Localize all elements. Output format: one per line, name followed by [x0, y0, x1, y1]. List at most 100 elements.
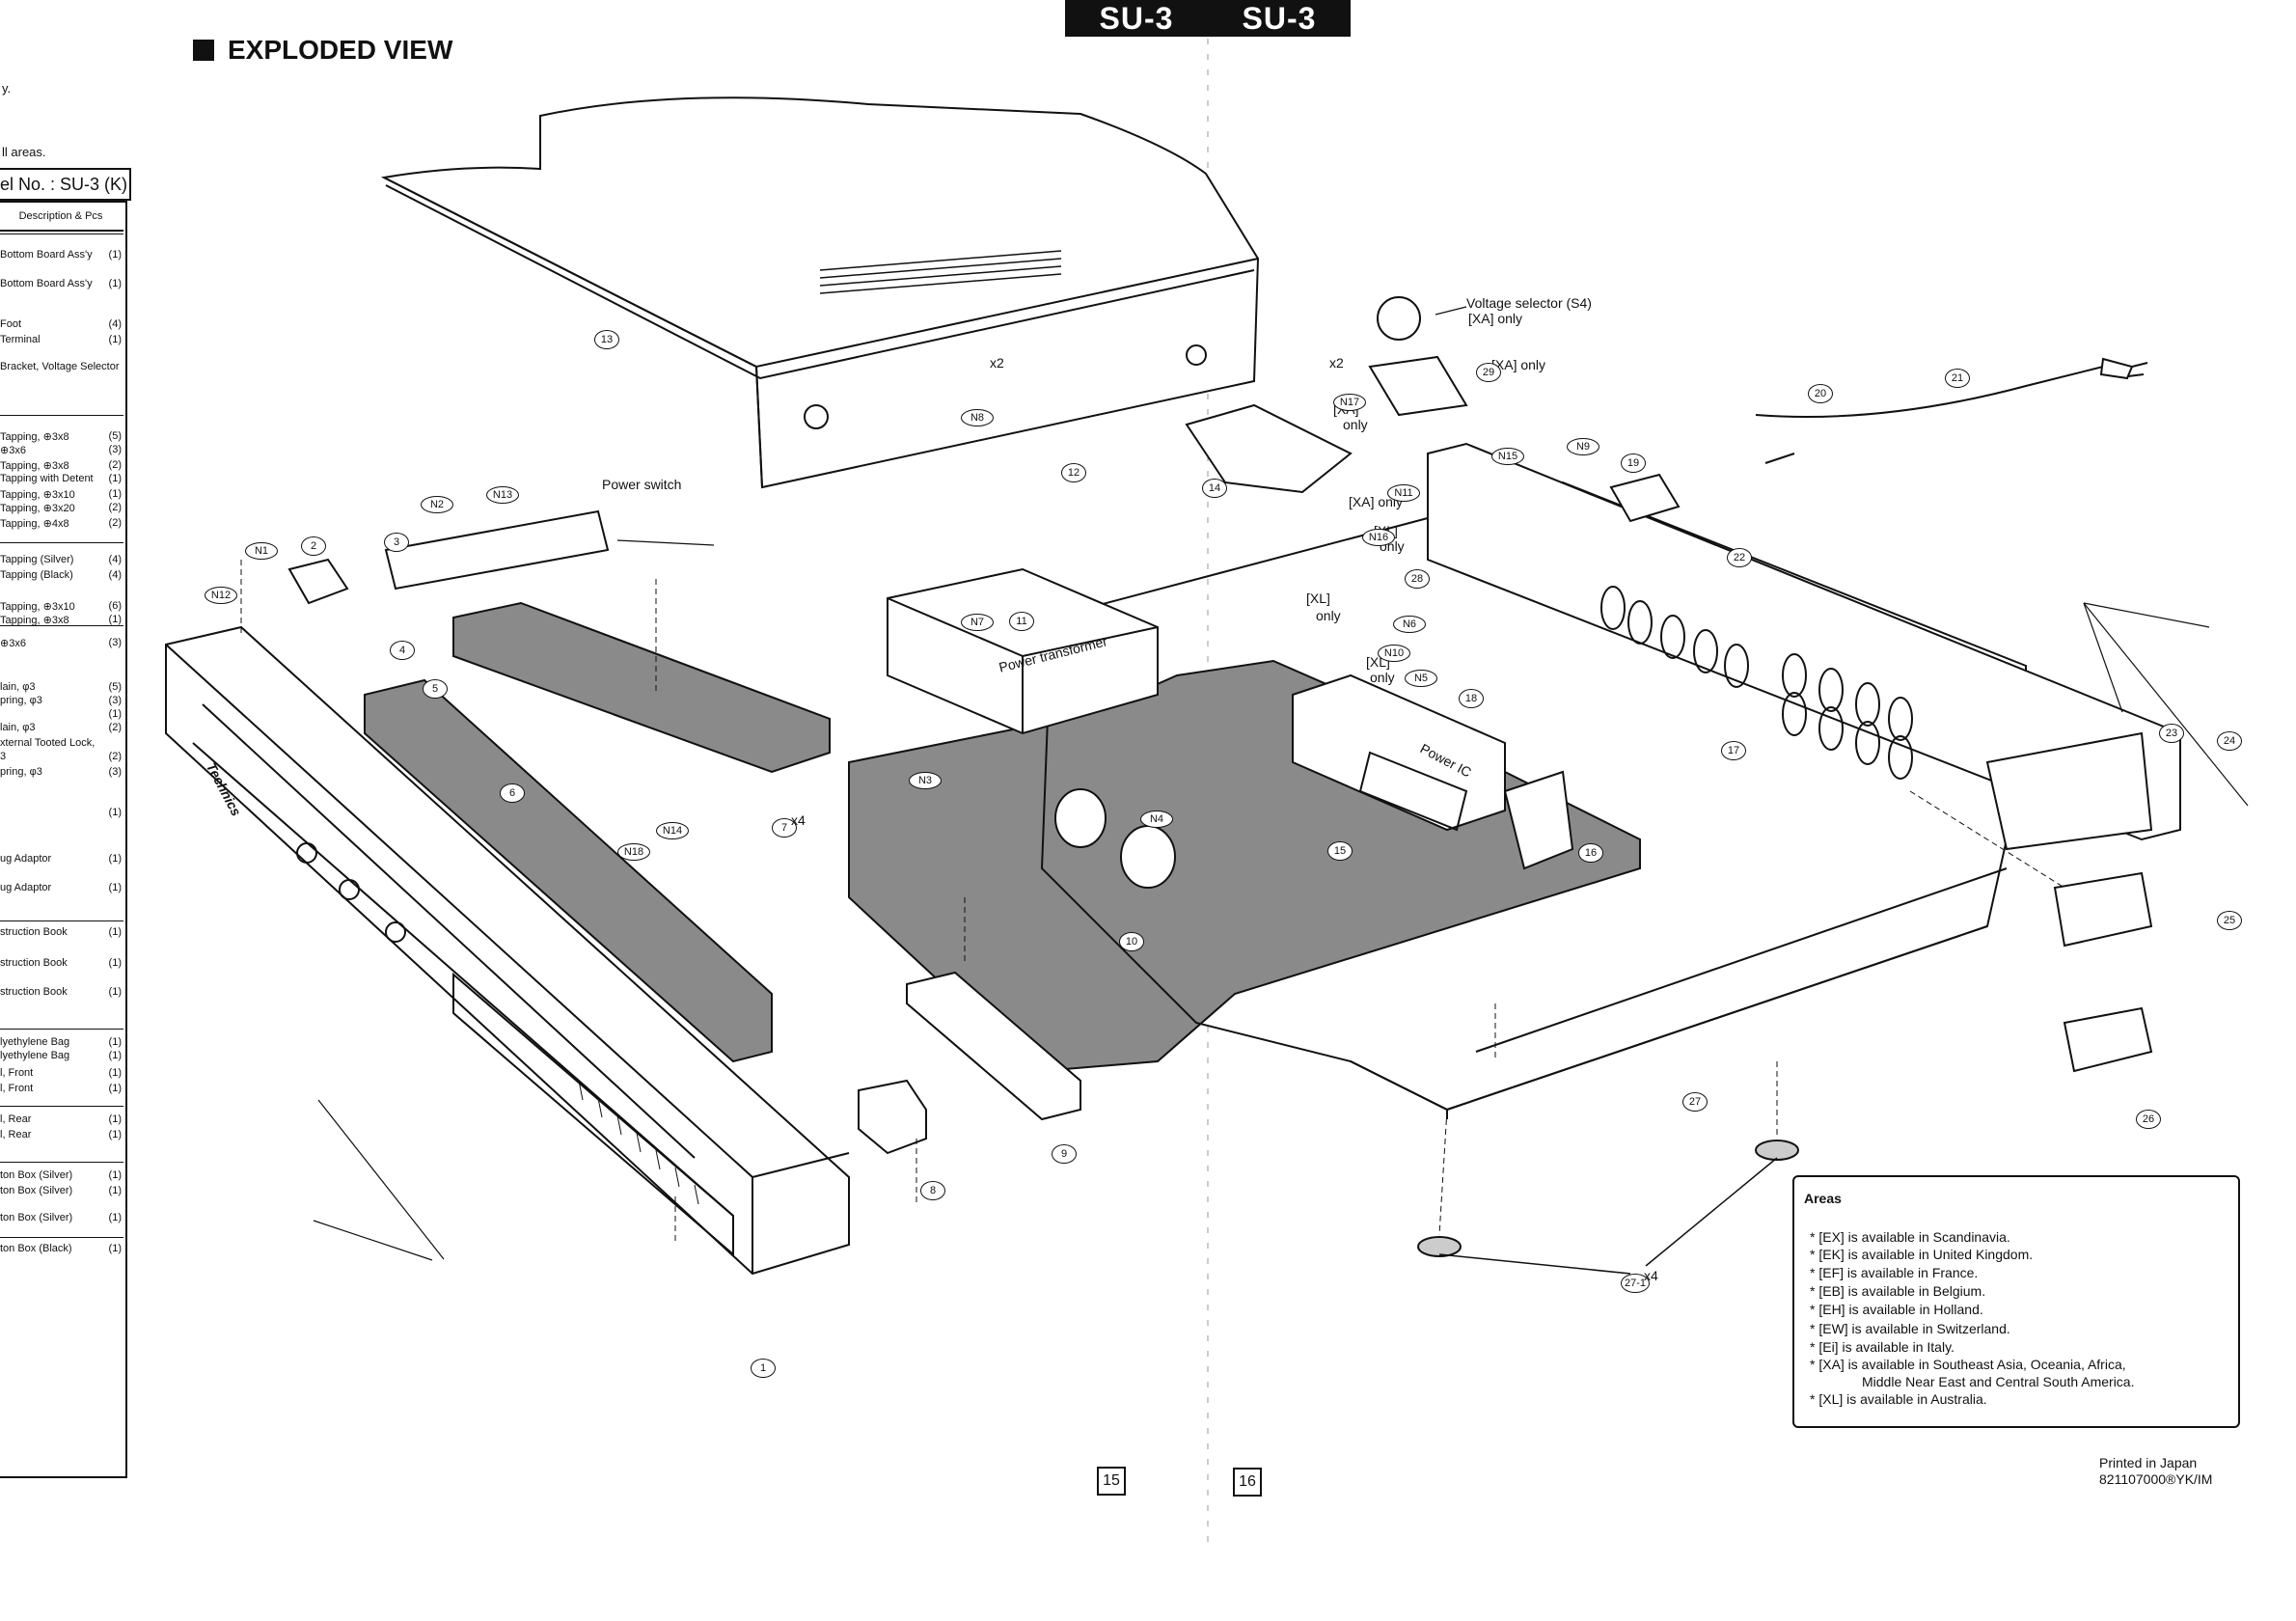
- table-separator: [0, 625, 123, 626]
- table-row-description: pring, φ3: [0, 766, 42, 778]
- top-cover: [380, 96, 1260, 489]
- callout-p11: 11: [1009, 612, 1034, 631]
- left-fragment-2: ll areas.: [2, 145, 46, 159]
- table-row-quantity: (1): [108, 853, 122, 865]
- parts-table-header: Description & Pcs: [0, 203, 123, 232]
- page-number-right: 16: [1233, 1468, 1262, 1497]
- table-row-description: Bottom Board Ass'y: [0, 278, 93, 289]
- voltage-selector: [1368, 296, 1468, 417]
- table-row-description: ton Box (Silver): [0, 1185, 73, 1196]
- upper-pcb: [452, 601, 831, 774]
- table-row-description: ton Box (Silver): [0, 1169, 73, 1181]
- model-badge-left: SU-3: [1099, 0, 1174, 36]
- table-row-description: Tapping with Detent: [0, 473, 94, 484]
- table-row-quantity: (3): [108, 637, 122, 648]
- left-fragment-1: y.: [2, 81, 12, 96]
- capacitors: [1054, 788, 1176, 889]
- voltage-selector-xa-label: [XA] only: [1468, 311, 1523, 326]
- table-row-description: l, Rear: [0, 1113, 32, 1125]
- power-transformer: [887, 567, 1159, 735]
- callout-n3: N3: [909, 772, 942, 789]
- area-item: * [Ei] is available in Italy.: [1810, 1339, 1954, 1355]
- page-title: EXPLODED VIEW: [193, 35, 452, 66]
- table-row-quantity: (1): [108, 1036, 122, 1048]
- table-row-quantity: (1): [108, 473, 122, 484]
- table-row-quantity: (4): [108, 569, 122, 581]
- table-row-quantity: (1): [108, 1185, 122, 1196]
- callout-p7: 7: [772, 818, 797, 838]
- table-row-description: ton Box (Silver): [0, 1212, 73, 1223]
- table-row-description: Tapping, ⊕3x10: [0, 601, 75, 613]
- table-row-quantity: (1): [108, 986, 122, 998]
- callout-n2: N2: [421, 496, 453, 513]
- table-row-description: ⊕3x6: [0, 638, 26, 649]
- table-row-quantity: (1): [108, 1050, 122, 1061]
- voltage-selector-label: Voltage selector (S4): [1466, 295, 1592, 311]
- table-row-quantity: (2): [108, 502, 122, 513]
- callout-p25: 25: [2217, 911, 2242, 930]
- part-29-xa-label: [XA] only: [1491, 357, 1546, 372]
- table-row-quantity: (6): [108, 600, 122, 612]
- callout-p23: 23: [2159, 724, 2184, 743]
- callout-p10: 10: [1119, 932, 1144, 951]
- terminal-19: [1609, 473, 1681, 523]
- callout-n7: N7: [961, 614, 994, 631]
- multiplier-label: x2: [1329, 355, 1344, 371]
- callout-p27-1: 27-1: [1621, 1274, 1651, 1293]
- printed-line-1: Printed in Japan: [2099, 1455, 2198, 1470]
- table-row-description: Bottom Board Ass'y: [0, 249, 93, 261]
- table-row-description: Tapping, ⊕4x8: [0, 518, 69, 530]
- table-separator: [0, 1029, 123, 1030]
- table-row-quantity: (2): [108, 751, 122, 762]
- callout-n16: N16: [1362, 529, 1395, 546]
- area-item: * [EK] is available in United Kingdom.: [1810, 1247, 2034, 1262]
- page-number-left: 15: [1097, 1467, 1126, 1496]
- callout-p13: 13: [594, 330, 619, 349]
- table-row-quantity: (1): [108, 488, 122, 500]
- table-row-description: l, Front: [0, 1067, 34, 1079]
- area-item: * [EB] is available in Belgium.: [1810, 1283, 1986, 1299]
- table-row-quantity: (1): [108, 957, 122, 969]
- table-row-quantity: (1): [108, 249, 122, 261]
- table-separator: [0, 542, 123, 543]
- model-badge: SU-3 SU-3: [1065, 0, 1351, 37]
- table-row-quantity: (3): [108, 695, 122, 706]
- table-row-quantity: (1): [108, 882, 122, 893]
- callout-n14: N14: [656, 822, 689, 839]
- table-row-description: Tapping (Silver): [0, 554, 74, 565]
- only-label-3: only: [1370, 670, 1395, 685]
- table-row-quantity: (1): [108, 278, 122, 289]
- table-separator: [0, 1237, 123, 1238]
- table-row-description: Tapping, ⊕3x20: [0, 503, 75, 514]
- printed-line-2: 821107000®YK/IM: [2099, 1471, 2213, 1487]
- callout-p17: 17: [1721, 741, 1746, 760]
- callout-p19: 19: [1621, 453, 1646, 473]
- table-row-quantity: (2): [108, 517, 122, 529]
- callout-p16: 16: [1578, 843, 1603, 863]
- rear-bracket: [1985, 731, 2153, 851]
- table-row-description: Tapping, ⊕3x8: [0, 431, 69, 443]
- table-separator: [0, 920, 123, 921]
- callout-n5: N5: [1405, 670, 1437, 687]
- din-jack: [2053, 871, 2153, 948]
- table-row-quantity: (1): [108, 1243, 122, 1254]
- table-row-description: ton Box (Black): [0, 1243, 72, 1254]
- table-row-description: l, Front: [0, 1083, 34, 1094]
- callout-n13: N13: [486, 486, 519, 504]
- callout-p8: 8: [920, 1181, 945, 1200]
- voltage-bracket: [2063, 1006, 2153, 1073]
- callout-p24: 24: [2217, 731, 2242, 751]
- only-label-2: only: [1316, 608, 1341, 623]
- table-row-description: l, Rear: [0, 1129, 32, 1140]
- table-row-quantity: (1): [108, 1113, 122, 1125]
- table-row-quantity: (1): [108, 1169, 122, 1181]
- table-separator: [0, 1106, 123, 1107]
- callout-p18: 18: [1459, 689, 1484, 708]
- area-item: * [EW] is available in Switzerland.: [1810, 1321, 2010, 1336]
- callout-p14: 14: [1202, 479, 1227, 498]
- areas-title: Areas: [1804, 1191, 1842, 1206]
- table-row-quantity: (4): [108, 318, 122, 330]
- callout-n11: N11: [1387, 484, 1420, 502]
- parts-table: Description & Pcs Bottom Board Ass'y (1) B…: [0, 201, 127, 1478]
- callout-p28: 28: [1405, 569, 1430, 589]
